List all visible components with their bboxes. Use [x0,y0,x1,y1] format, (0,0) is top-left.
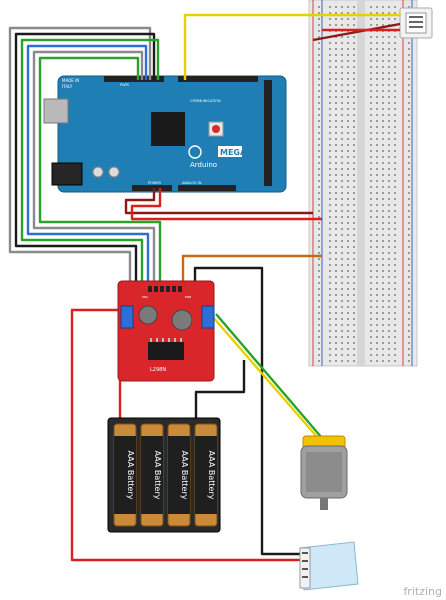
wire-blue-1 [26,44,150,285]
analog-in-label: ANALOG IN [182,181,202,185]
wire-yellow-motor [211,315,319,439]
wire-green-1 [20,38,160,285]
battery-cell-label: AAA Battery [126,450,135,499]
wire-orange-driver [181,254,322,285]
breadboard-holes [318,6,410,362]
usb-port [43,98,69,124]
wire-gray-2 [32,50,156,285]
breadboard [308,0,418,367]
wire-green-motor [215,313,323,439]
reset-button-icon [208,121,224,137]
power-label: POWER [148,181,162,185]
communication-label: COMMUNICATION [190,99,221,103]
motor-driver-board: L298N ENA ENB [117,280,215,382]
arduino-mega-board: MADE IN ITALY Arduino MEGA COMMUNICATION… [43,75,287,193]
battery-cell: AAA Battery [167,423,191,527]
battery-cell-label: AAA Battery [207,450,216,499]
made-in-label-1: MADE IN [62,78,79,83]
made-in-label-2: ITALY [62,84,73,89]
driver-pin-ena: ENA [142,295,149,299]
fritzing-watermark: fritzing [403,585,442,598]
dht-sensor-icon [399,7,433,39]
pwm-label: PWM [120,83,129,87]
battery-cell: AAA Battery [140,423,164,527]
battery-cell: AAA Battery [113,423,137,527]
wires [8,13,401,562]
wire-red-5v [130,188,322,221]
battery-pack: AAA Battery AAA Battery AAA Battery AAA Bat… [107,417,221,533]
driver-chip-label: L298N [150,367,166,373]
light-sensor-icon [299,541,359,591]
battery-cell: AAA Battery [194,423,218,527]
wire-gray-1 [8,26,152,285]
wire-darkred-power [312,22,401,42]
wire-green-2 [38,56,162,285]
wire-yellow-signal [183,13,401,80]
model-label: MEGA [220,148,247,157]
battery-cells: AAA Battery AAA Battery AAA Battery AAA Bat… [113,423,218,527]
dc-motor [300,435,348,510]
brand-label: Arduino [190,161,217,169]
driver-pin-enb: ENB [185,295,191,299]
wire-black-1 [14,32,156,285]
wire-darkred-gnd [124,188,313,215]
battery-cell-label: AAA Battery [153,450,162,499]
wire-black-battery-minus [194,360,246,420]
wire-red-battery [70,308,302,562]
battery-cell-label: AAA Battery [180,450,189,499]
wire-black-ground [193,266,302,556]
power-jack [51,162,83,186]
